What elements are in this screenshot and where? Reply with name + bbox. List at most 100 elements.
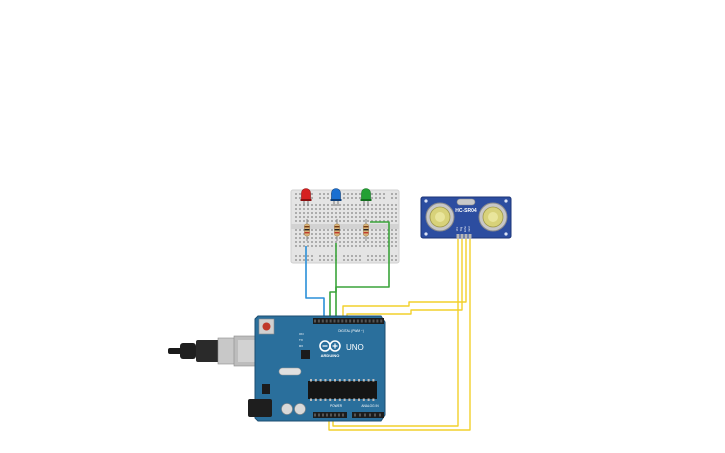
digital-header-strip <box>313 318 384 324</box>
breadboard-hole <box>375 193 377 195</box>
digital-pin[interactable] <box>321 319 324 323</box>
analog-pin[interactable] <box>374 413 376 417</box>
power-pin[interactable] <box>330 413 332 417</box>
digital-pin[interactable] <box>360 319 363 323</box>
breadboard-hole <box>355 237 357 239</box>
resistor-2[interactable] <box>334 219 340 241</box>
breadboard-hole <box>379 208 381 210</box>
breadboard-hole <box>299 259 301 261</box>
breadboard-hole <box>367 255 369 257</box>
wire-yellow-gnd[interactable] <box>328 238 471 431</box>
power-pin[interactable] <box>322 413 324 417</box>
ultrasonic-sensor[interactable]: HC-SR04 Vcc Trig Echo Gnd <box>420 196 512 239</box>
sensor-pin-vcc[interactable] <box>456 234 460 239</box>
breadboard-hole <box>339 204 341 206</box>
breadboard-hole <box>331 233 333 235</box>
wire-yellow-trig[interactable] <box>342 238 467 320</box>
breadboard-hole <box>379 259 381 261</box>
breadboard-hole <box>351 212 353 214</box>
chip-leg <box>319 398 322 401</box>
led-red[interactable] <box>300 188 312 207</box>
sensor-pin-trig[interactable] <box>460 234 464 239</box>
digital-pin[interactable] <box>353 319 355 323</box>
wire-blue-led[interactable] <box>305 246 325 320</box>
breadboard-hole <box>375 212 377 214</box>
digital-pin[interactable] <box>349 319 352 323</box>
breadboard-hole <box>363 245 365 247</box>
digital-pin[interactable] <box>325 319 328 323</box>
analog-pin[interactable] <box>369 413 371 417</box>
chip-leg <box>324 379 327 382</box>
breadboard-hole <box>295 229 297 231</box>
digital-pin[interactable] <box>341 319 344 323</box>
breadboard-hole <box>363 216 365 218</box>
digital-pin[interactable] <box>314 319 316 323</box>
analog-pin[interactable] <box>354 413 356 417</box>
breadboard-hole <box>327 241 329 243</box>
breadboard-hole <box>395 204 397 206</box>
analog-pin[interactable] <box>359 413 361 417</box>
breadboard-hole <box>319 229 321 231</box>
power-pin[interactable] <box>342 413 344 417</box>
breadboard-hole <box>347 204 349 206</box>
analog-header-strip <box>352 412 384 418</box>
digital-pin[interactable] <box>337 319 340 323</box>
breadboard-hole <box>359 237 361 239</box>
breadboard-hole <box>315 220 317 222</box>
analog-pin[interactable] <box>379 413 381 417</box>
breadboard-hole <box>319 220 321 222</box>
digital-pin[interactable] <box>380 319 383 323</box>
led-blue[interactable] <box>330 188 342 207</box>
wire-yellow-echo[interactable] <box>346 238 463 320</box>
chip-leg <box>367 398 370 401</box>
breadboard-hole <box>351 229 353 231</box>
breadboard-hole <box>307 237 309 239</box>
power-pin-header[interactable] <box>313 412 384 418</box>
digital-pin[interactable] <box>329 319 332 323</box>
breadboard-hole <box>331 212 333 214</box>
sensor-pin-echo[interactable] <box>464 234 468 239</box>
power-pin[interactable] <box>338 413 340 417</box>
digital-pin[interactable] <box>364 319 367 323</box>
breadboard-hole <box>355 208 357 210</box>
digital-pin[interactable] <box>372 319 375 323</box>
digital-pin[interactable] <box>317 319 320 323</box>
power-jack[interactable] <box>248 399 272 417</box>
breadboard-hole <box>335 237 337 239</box>
arduino-uno[interactable]: ARDUINO UNO TX RX ON DIGITAL (PWM ~) POW… <box>168 315 386 422</box>
breadboard-hole <box>379 212 381 214</box>
led-green[interactable] <box>360 188 372 207</box>
breadboard[interactable] <box>290 189 400 264</box>
reset-button-cap[interactable] <box>262 322 271 331</box>
resistor-3[interactable] <box>363 219 369 241</box>
analog-pin[interactable] <box>364 413 366 417</box>
power-pin[interactable] <box>326 413 328 417</box>
breadboard-hole <box>351 208 353 210</box>
digital-pin[interactable] <box>368 319 371 323</box>
breadboard-hole <box>371 220 373 222</box>
sensor-pin-gnd[interactable] <box>468 234 472 239</box>
digital-pin-header[interactable] <box>313 318 384 324</box>
breadboard-hole <box>295 237 297 239</box>
power-pin[interactable] <box>314 413 316 417</box>
chip-leg <box>319 379 322 382</box>
digital-pin[interactable] <box>345 319 348 323</box>
breadboard-hole <box>371 245 373 247</box>
breadboard-hole <box>363 208 365 210</box>
breadboard-hole <box>375 259 377 261</box>
breadboard-hole <box>383 220 385 222</box>
digital-pin[interactable] <box>333 319 336 323</box>
chip-leg <box>329 379 332 382</box>
breadboard-hole <box>375 229 377 231</box>
digital-pin[interactable] <box>356 319 359 323</box>
digital-pin[interactable] <box>376 319 379 323</box>
breadboard-hole <box>355 259 357 261</box>
breadboard-hole <box>371 193 373 195</box>
wire-green-led-2[interactable] <box>335 221 390 320</box>
wire-green-led-1[interactable] <box>329 243 337 320</box>
power-pin[interactable] <box>334 413 336 417</box>
power-pin[interactable] <box>318 413 320 417</box>
tx-label: TX <box>299 338 303 342</box>
resistor-1[interactable] <box>304 219 310 241</box>
